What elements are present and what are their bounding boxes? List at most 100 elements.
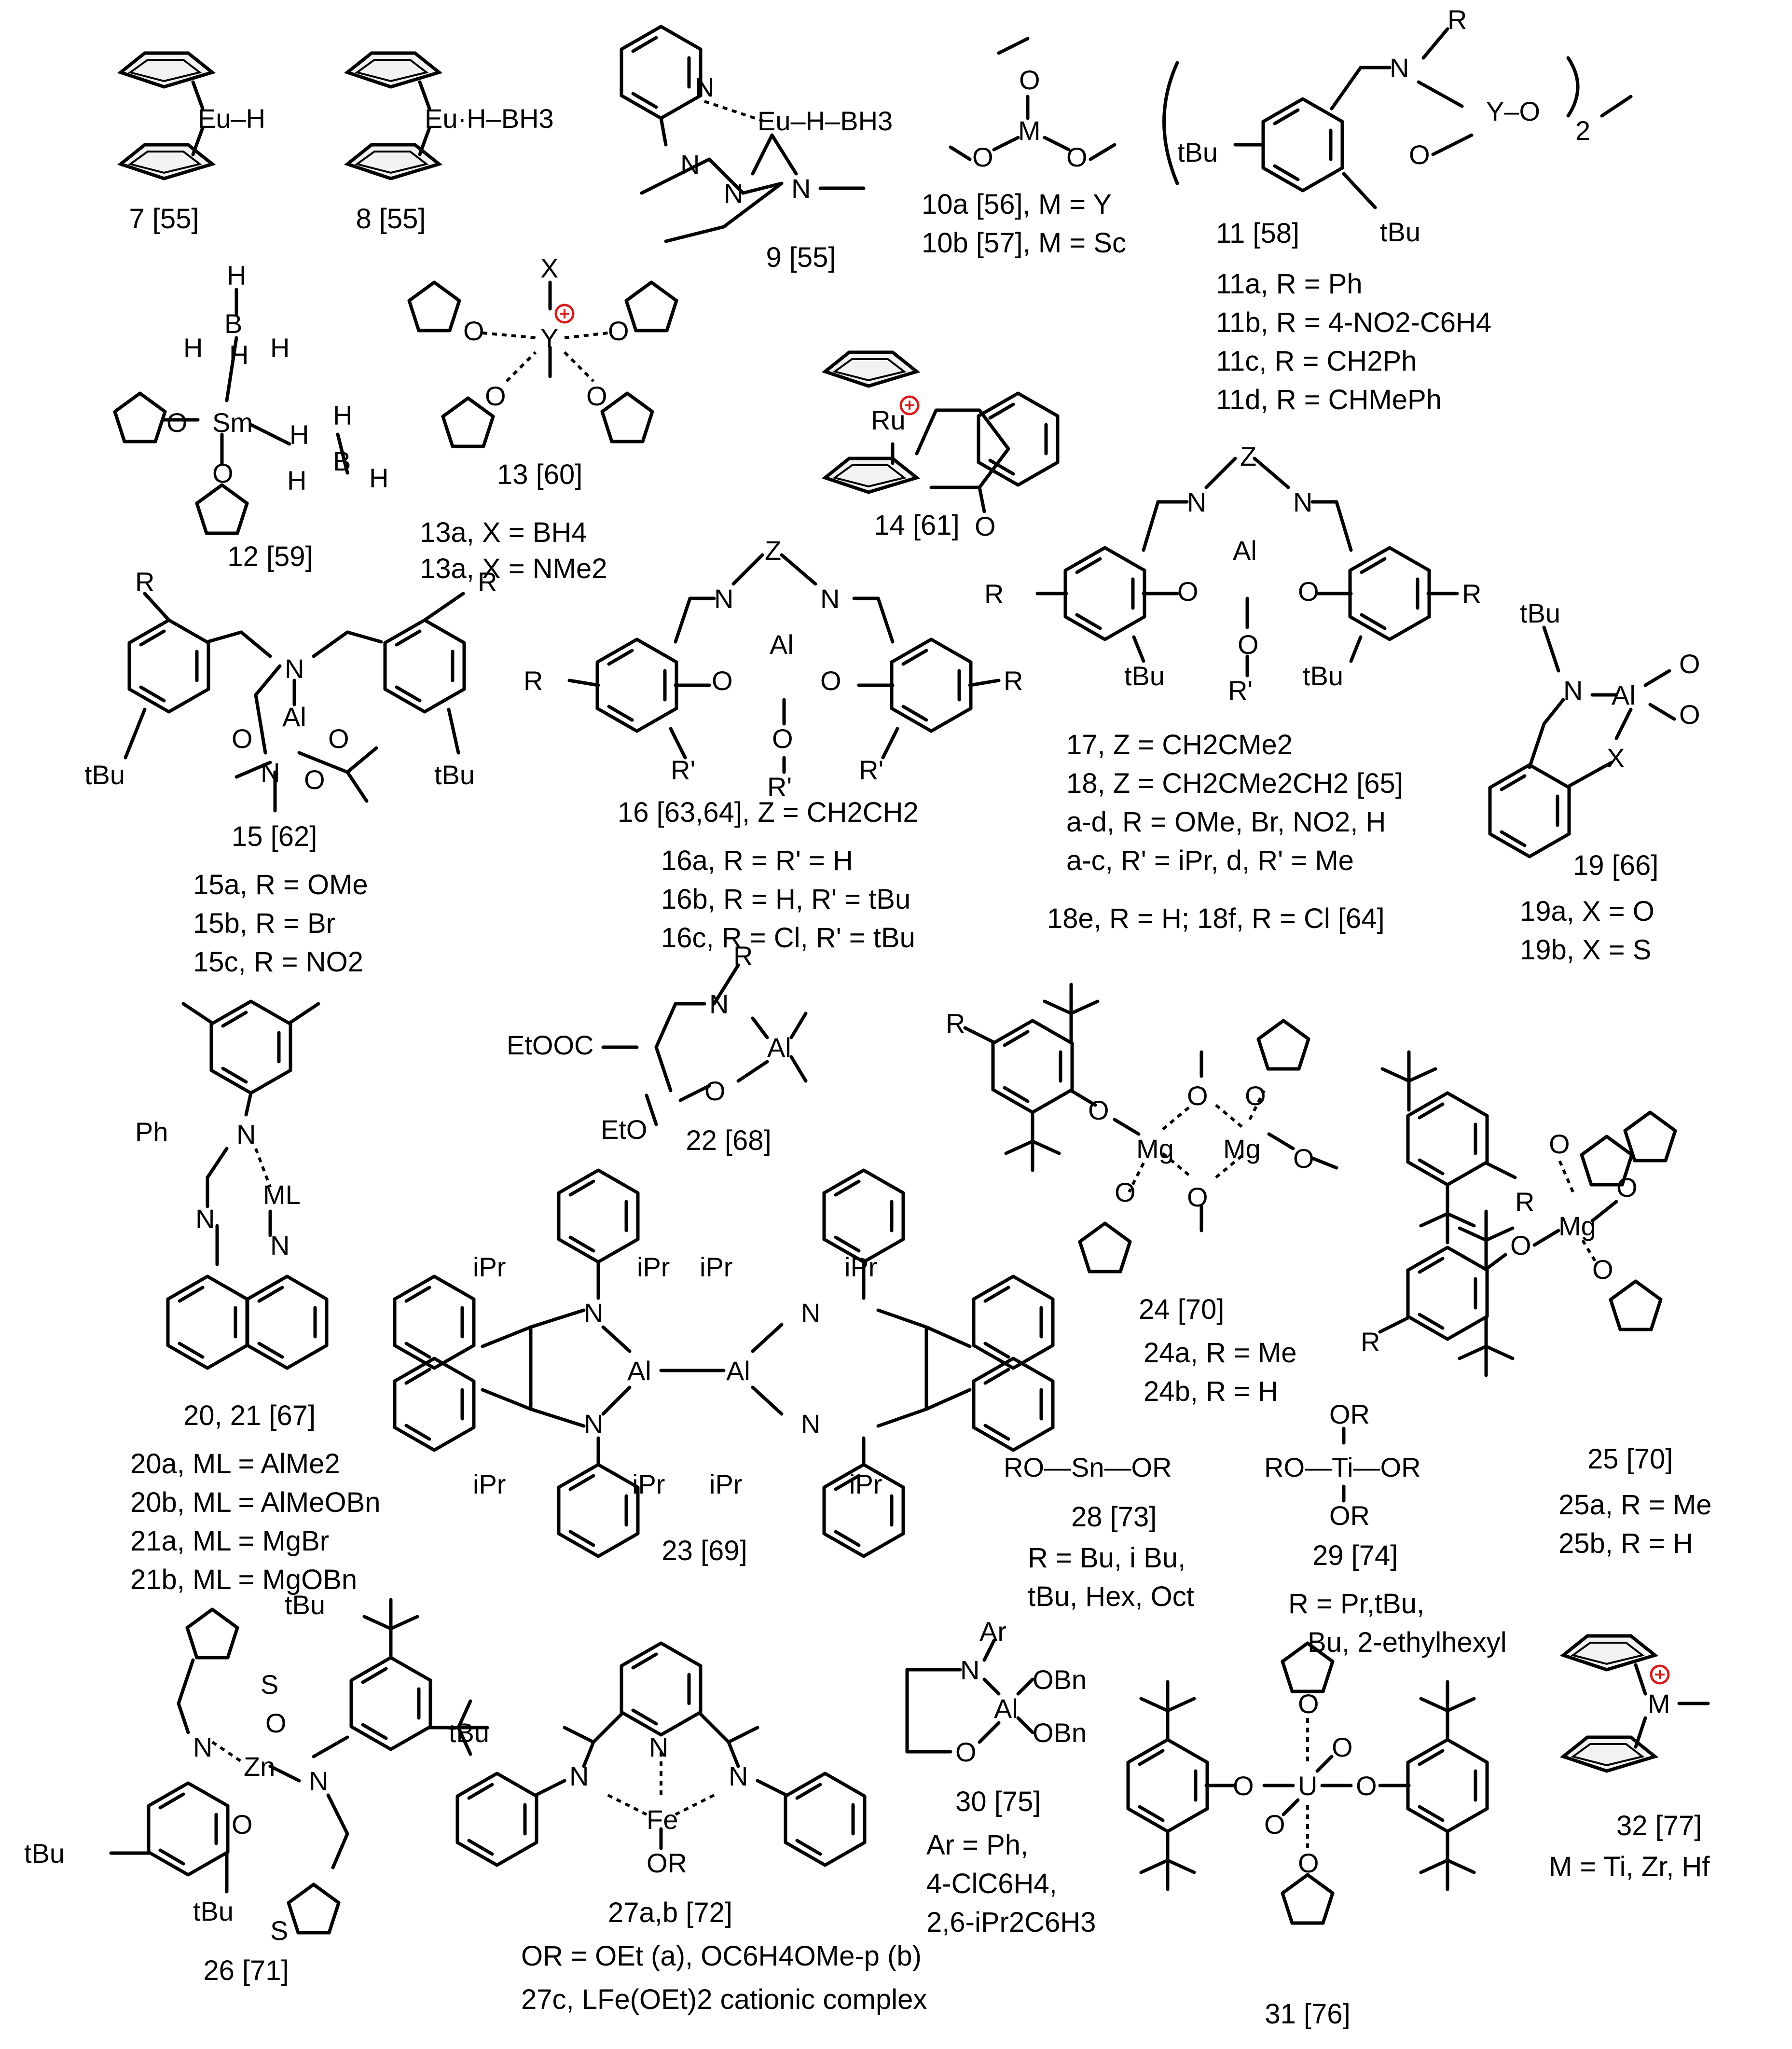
compound-31-atom-6: O: [1298, 1848, 1319, 1878]
compound-9-label: 9 [55]: [766, 242, 836, 273]
compound-20-atom-4: N: [270, 1230, 289, 1260]
compound-30-line-0: 30 [75]: [955, 1786, 1041, 1817]
compound-29-structure: OR RO—Ti—OR OR: [1264, 1399, 1421, 1531]
compound-15-line-3: 15c, R = NO2: [193, 946, 363, 978]
compound-22-atom-0: R: [733, 941, 753, 971]
compound-16-line-2: 16b, R = H, R' = tBu: [661, 884, 911, 915]
compound-24-atom-4: O: [1187, 1080, 1208, 1111]
compound-16-atom-2: N: [820, 583, 840, 614]
compound-15-atom-7: O: [304, 764, 325, 795]
compound-13-atom-5: O: [586, 381, 607, 411]
compound-16-line-0: 16 [63,64], Z = CH2CH2: [618, 797, 919, 828]
compound-22-atom-2: Al: [767, 1032, 791, 1063]
compound-27-line-2: 27c, LFe(OEt)2 cationic complex: [521, 1984, 927, 2015]
compound-26-atom-3: O: [265, 1708, 287, 1738]
compound-25-atom-4: O: [1616, 1172, 1638, 1203]
compound-31-atom-0: O: [1298, 1689, 1319, 1719]
compound-26-atom-9: tBu: [193, 1896, 234, 1926]
compound-11-atom-0: R: [1447, 4, 1467, 35]
compound-7-atom-0: Eu–H: [198, 103, 265, 134]
compound-20-atom-0: Ph: [135, 1117, 168, 1147]
compound-24-atom-9: R: [1515, 1187, 1534, 1217]
compound-7-structure: Eu–H: [121, 53, 265, 179]
compound-32-structure: M: [1563, 1636, 1710, 1771]
compound-17-atom-3: Al: [1233, 535, 1257, 566]
compound-23-atom-8: N: [801, 1298, 820, 1328]
compound-15-line-1: 15a, R = OMe: [193, 869, 368, 900]
compound-28-structure: RO—Sn—OR: [1004, 1452, 1172, 1482]
compound-19-atom-4: O: [1679, 699, 1700, 730]
compound-17-line-4: 18e, R = H; 18f, R = Cl [64]: [1047, 903, 1385, 934]
compound-24-line-2: 24b, R = H: [1144, 1376, 1278, 1407]
compound-25-atom-5: R: [1361, 1327, 1380, 1357]
compound-16-atom-4: O: [712, 665, 733, 696]
compound-32-line-1: M = Ti, Zr, Hf: [1549, 1851, 1710, 1883]
compound-30-line-3: 2,6-iPr2C6H3: [926, 1907, 1096, 1938]
compound-28-line-1: R = Bu, i Bu,: [1028, 1542, 1186, 1574]
compound-28-atom-0: RO—Sn—OR: [1004, 1452, 1172, 1482]
compound-12-atom-8: H: [333, 400, 352, 430]
compound-24-line-1: 24a, R = Me: [1144, 1337, 1297, 1369]
compound-8-atom-0: Eu·H–BH3: [425, 103, 554, 134]
compound-24-atom-8: O: [1293, 1143, 1314, 1174]
compound-29-line-2: Bu, 2-ethylhexyl: [1308, 1627, 1507, 1658]
compound-23-atom-5: N: [584, 1409, 603, 1439]
compound-19-line-2: 19b, X = S: [1520, 934, 1652, 966]
compound-23-atom-11: iPr: [632, 1469, 665, 1499]
compound-16-atom-3: Al: [770, 629, 794, 660]
compound-22-atom-5: EtO: [601, 1114, 647, 1145]
compound-23-atom-1: iPr: [637, 1252, 670, 1282]
compound-14-structure: Ru O: [825, 352, 1058, 541]
compound-28-line-2: tBu, Hex, Oct: [1028, 1581, 1194, 1612]
compound-13-atom-1: Y: [540, 323, 558, 353]
compound-24-atom-0: R: [946, 1008, 965, 1038]
compound-12-atom-7: H: [289, 419, 309, 450]
compound-17-atom-5: O: [1298, 576, 1319, 607]
compound-14-atom-0: Ru: [871, 405, 906, 435]
compound-16-structure: Z N N Al O O O R' R R R' R': [524, 535, 1023, 802]
compound-16-atom-8: R: [524, 665, 543, 696]
compound-24-atom-3: Mg: [1223, 1134, 1261, 1164]
compound-17-atom-11: tBu: [1303, 661, 1343, 691]
compound-17-atom-7: R': [1228, 675, 1253, 706]
compound-23-atom-4: N: [584, 1298, 603, 1328]
compound-23-atom-6: Al: [627, 1356, 651, 1386]
compound-10-atom-2: O: [972, 142, 993, 172]
compound-31-atom-1: O: [1233, 1771, 1254, 1801]
compound-16-atom-11: R': [859, 755, 883, 785]
compound-16-line-3: 16c, R = Cl, R' = tBu: [661, 922, 915, 954]
compound-27-atom-3: Fe: [647, 1804, 678, 1835]
compound-15-line-0: 15 [62]: [232, 821, 317, 852]
compound-12-atom-0: H: [227, 260, 246, 291]
compound-27-line-0: 27a,b [72]: [608, 1897, 732, 1928]
compound-23-atom-3: iPr: [844, 1252, 877, 1282]
compound-23-atom-9: N: [801, 1409, 820, 1439]
compound-12-atom-10: H: [287, 465, 306, 496]
compound-11-line-2: 11b, R = 4-NO2-C6H4: [1216, 307, 1492, 338]
compound-16-line-1: 16a, R = R' = H: [661, 845, 853, 876]
compound-20-line-0: 20, 21 [67]: [183, 1400, 316, 1431]
compound-25-line-2: 25b, R = H: [1558, 1528, 1693, 1559]
compound-12-label: 12 [59]: [227, 541, 313, 572]
compound-30-atom-1: N: [960, 1655, 979, 1685]
compound-16-atom-1: N: [714, 583, 733, 614]
compound-17-atom-8: R: [984, 579, 1004, 609]
compound-19-structure: tBu N Al O O X: [1490, 598, 1700, 857]
compound-32-atom-0: M: [1648, 1689, 1670, 1719]
compound-30-atom-4: OBn: [1033, 1717, 1087, 1748]
compound-16-atom-6: O: [772, 723, 793, 754]
compound-27-structure: N N N Fe OR: [457, 1643, 865, 1878]
compound-16-atom-7: R': [767, 772, 792, 802]
compound-22-label: 22 [68]: [686, 1125, 772, 1156]
compound-22-atom-4: O: [704, 1076, 726, 1106]
compound-24-structure: R O Mg Mg O O O O O R: [946, 984, 1534, 1272]
compound-31-label: 31 [76]: [1265, 1998, 1351, 2030]
compound-10-line-1: 10b [57], M = Sc: [922, 227, 1126, 259]
compound-30-atom-5: O: [955, 1737, 977, 1767]
compound-17-atom-6: O: [1238, 629, 1259, 660]
compound-27-atom-2: N: [729, 1761, 748, 1791]
compound-20-line-1: 20a, ML = AlMe2: [130, 1448, 340, 1480]
compound-12-atom-4: H: [270, 332, 289, 363]
compound-17-atom-4: O: [1177, 576, 1199, 607]
compound-24-atom-2: Mg: [1136, 1134, 1174, 1164]
